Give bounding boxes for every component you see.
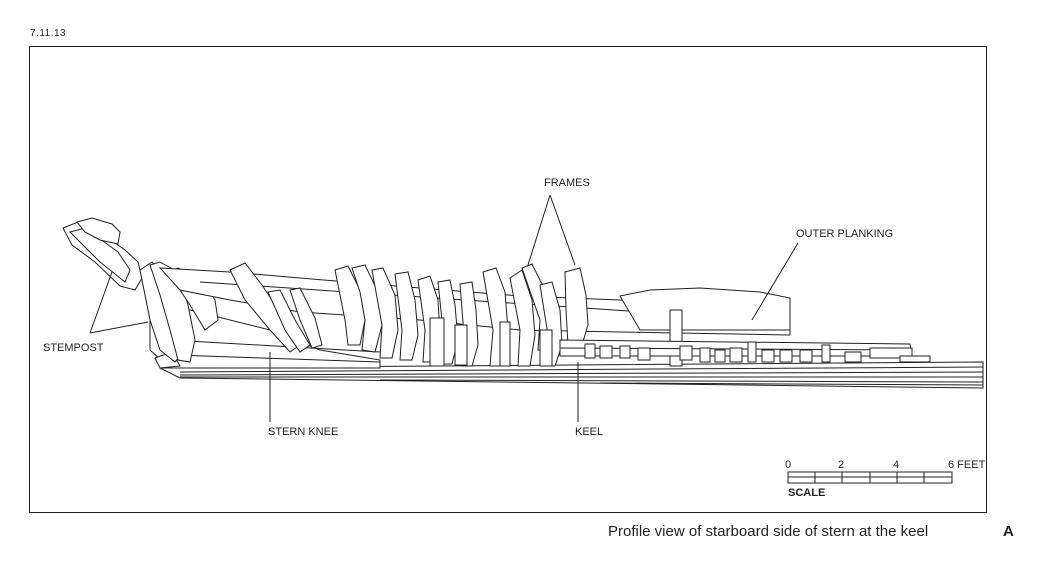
scale-tick-4: 4 xyxy=(893,459,900,471)
figure-id: 7.11.13 xyxy=(30,28,67,39)
scale-title: SCALE xyxy=(788,487,826,499)
scale-tick-2: 2 xyxy=(838,459,845,471)
outer-planking-label: OUTER PLANKING xyxy=(796,228,894,240)
drawing-frame xyxy=(29,46,987,513)
stempost-label: STEMPOST xyxy=(43,342,104,354)
scale-tick-0: 0 xyxy=(785,459,792,471)
stern-knee-label: STERN KNEE xyxy=(268,426,339,438)
leader-lines xyxy=(89,194,799,422)
scale-tick-6-feet: 6 FEET xyxy=(948,459,986,471)
lower-planking xyxy=(559,339,931,363)
frames xyxy=(229,262,683,367)
plate-letter: A xyxy=(1003,523,1014,540)
scale-bar xyxy=(787,471,953,484)
figure-caption: Profile view of starboard side of stern … xyxy=(608,523,929,540)
keel-label: KEEL xyxy=(575,426,604,438)
frames-label: FRAMES xyxy=(544,177,590,189)
